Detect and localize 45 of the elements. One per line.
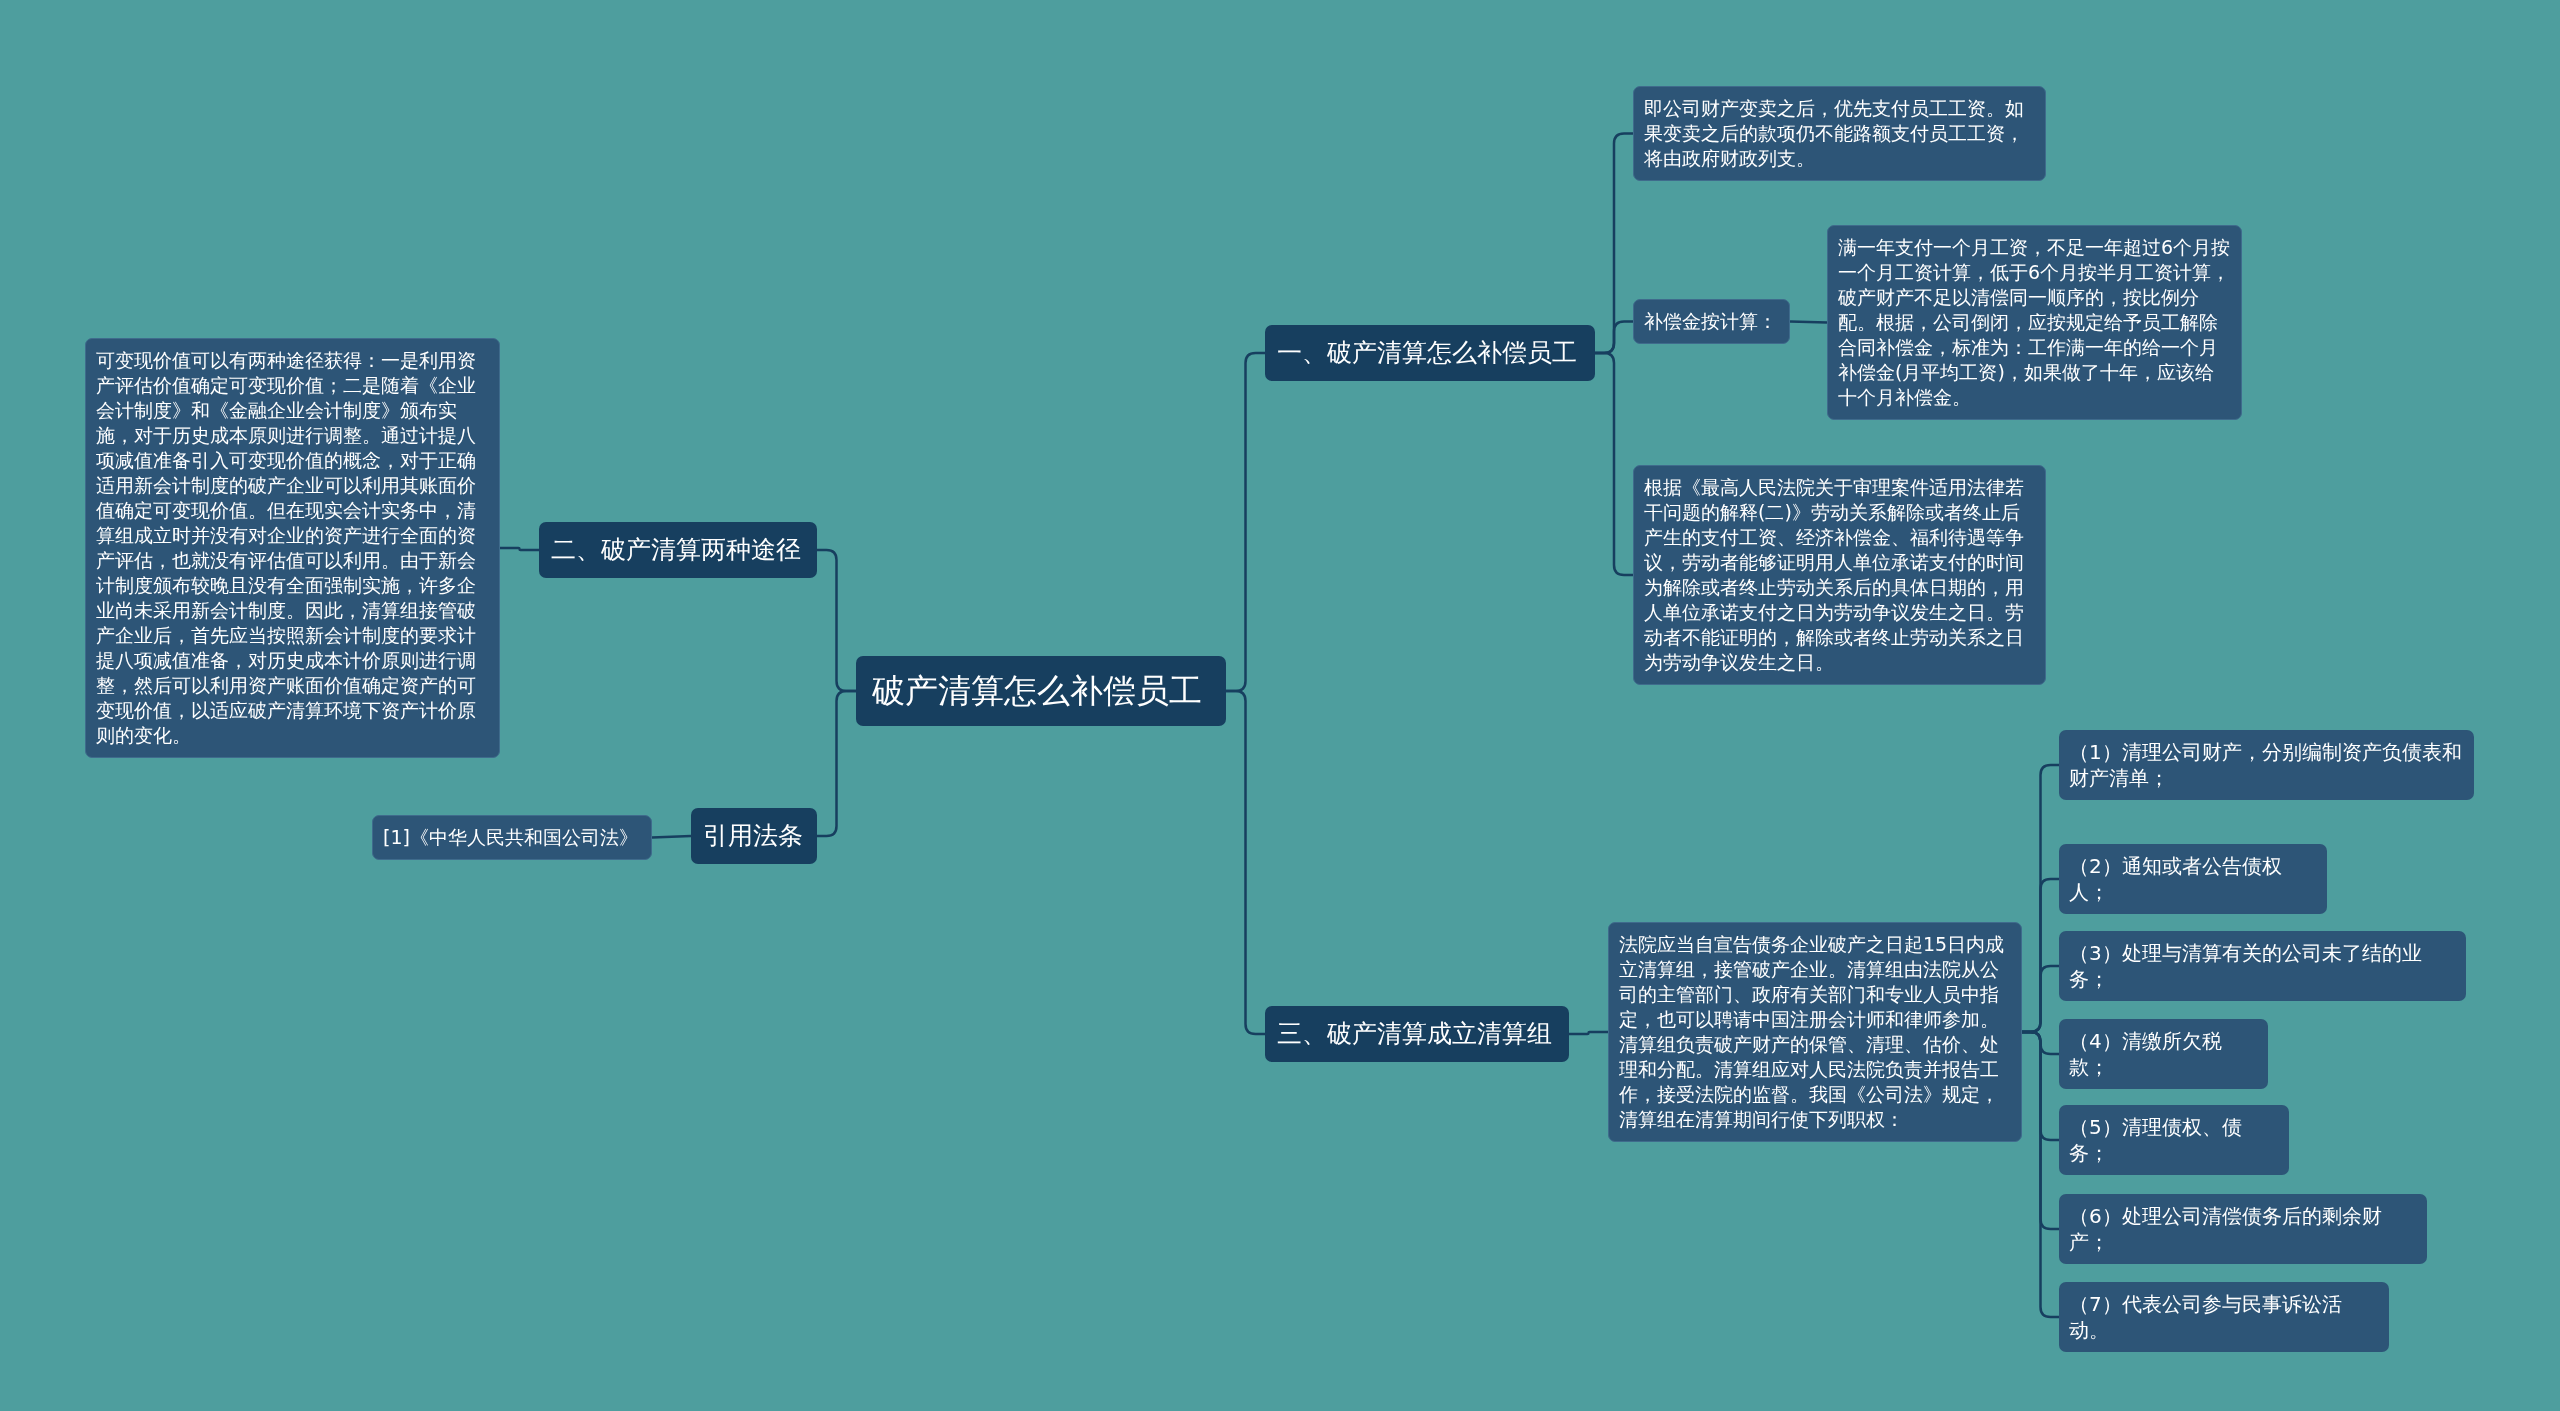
note-box [1633,299,1790,344]
topic-text: （5）清理债权、债务； [2069,1114,2243,1166]
topic-text: 即公司财产变卖之后，优先支付员工工资。如果变卖之后的款项仍不能路额支付员工工资，将由政府财政列支。 [1644,96,2025,171]
topic-text: （6）处理公司清偿债务后的剩余财产； [2069,1203,2383,1255]
branch-topic-box [539,522,817,578]
list-item-box [2059,1282,2389,1352]
branch-topic-box [691,808,817,864]
note-box [1827,225,2242,420]
branch-topic-box [1265,325,1595,381]
topic-text: 三、破产清算成立清算组 [1277,1018,1553,1050]
topic-text: 满一年支付一个月工资，不足一年超过6个月按一个月工资计算，低于6个月按半月工资计算，破产财产不足以清偿同一顺序的，按比例分配。根据，公司倒闭，应按规定给予员工解除合同补偿金，标准为：工作满一年的给一个月补偿金(月平均工资)，如果做了十年，应该给十个月补偿金。 [1838,235,2231,410]
topic-text: 破产清算怎么补偿员工 [872,670,1203,712]
connector-line [500,546,539,552]
connector-line [1789,320,1828,324]
topic-text: （1）清理公司财产，分别编制资产负债表和财产清单； [2069,739,2463,791]
list-item-box [2059,931,2466,1001]
list-item-box [2059,1019,2268,1089]
topic-text: 一、破产清算怎么补偿员工 [1277,337,1578,369]
list-item-box [2059,844,2327,914]
connector-line [2022,1030,2059,1319]
connector-line [1569,1030,1608,1036]
connector-line [1595,351,1633,577]
central-topic-box [856,656,1226,726]
topic-text: 可变现价值可以有两种途径获得：一是利用资产评估价值确定可变现价值；二是随着《企业会计制度》和《金融企业会计制度》颁布实施，对于历史成本原则进行调整。通过计提八项减值准备引入可变现价值的概念，对于正确适用新会计制度的破产企业可以利用其账面价值确定可变现价值。但在现实会计实务中，清算组成立时并没有对企业的资产进行全面的资产评估，也就没有评估值可以利用。由于新会计制度颁布较晚且没有全面强制实施，许多企业尚未采用新会计制度。因此，清算组接管破产企业后，首先应当按照新会计制度的要求计提八项减值准备，对历史成本计价原则进行调整，然后可以利用资产账面价值确定资产的可变现价值，以适应破产清算环境下资产计价原则的变化。 [96,348,477,748]
branch-topic-box [1265,1006,1569,1062]
topic-text: 二、破产清算两种途径 [551,534,802,566]
topic-text: 补偿金按计算： [1644,309,1778,334]
note-box [372,815,652,860]
topic-text: （7）代表公司参与民事诉讼活动。 [2069,1291,2343,1343]
list-item-box [2059,730,2474,800]
topic-text: 根据《最高人民法院关于审理案件适用法律若干问题的解释(二)》劳动关系解除或者终止后产生的支付工资、经济补偿金、福利待遇等争议，劳动者能够证明用人单位承诺支付的时间为解除或者终止劳动关系后的具体日期的，用人单位承诺支付之日为劳动争议发生之日。劳动者不能证明的，解除或者终止劳动关系之日为劳动争议发生之日。 [1644,475,2025,675]
note-box [1633,86,2046,181]
topic-text: （3）处理与清算有关的公司未了结的业务； [2069,940,2423,992]
topic-text: 引用法条 [703,820,804,852]
connector-line [1226,689,1265,1036]
note-box [1633,465,2046,685]
list-item-box [2059,1105,2289,1175]
list-item-box [2059,1194,2427,1264]
connector-line [817,689,856,838]
topic-text: 法院应当自宣告债务企业破产之日起15日内成立清算组，接管破产企业。清算组由法院从公司的主管部门、政府有关部门和专业人员中指定，也可以聘请中国注册会计师和律师参加。清算组负责破产财产的保管、清理、估价、处理和分配。清算组应对人民法院负责并报告工作，接受法院的监督。我国《公司法》规定，清算组在清算期间行使下列职权： [1619,932,2006,1132]
topic-text: （2）通知或者公告债权人； [2069,853,2283,905]
note-box [1608,922,2022,1142]
topic-text: （4）清缴所欠税款； [2069,1028,2223,1080]
connector-line [651,834,692,839]
topic-text: [1]《中华人民共和国公司法》 [383,825,639,850]
